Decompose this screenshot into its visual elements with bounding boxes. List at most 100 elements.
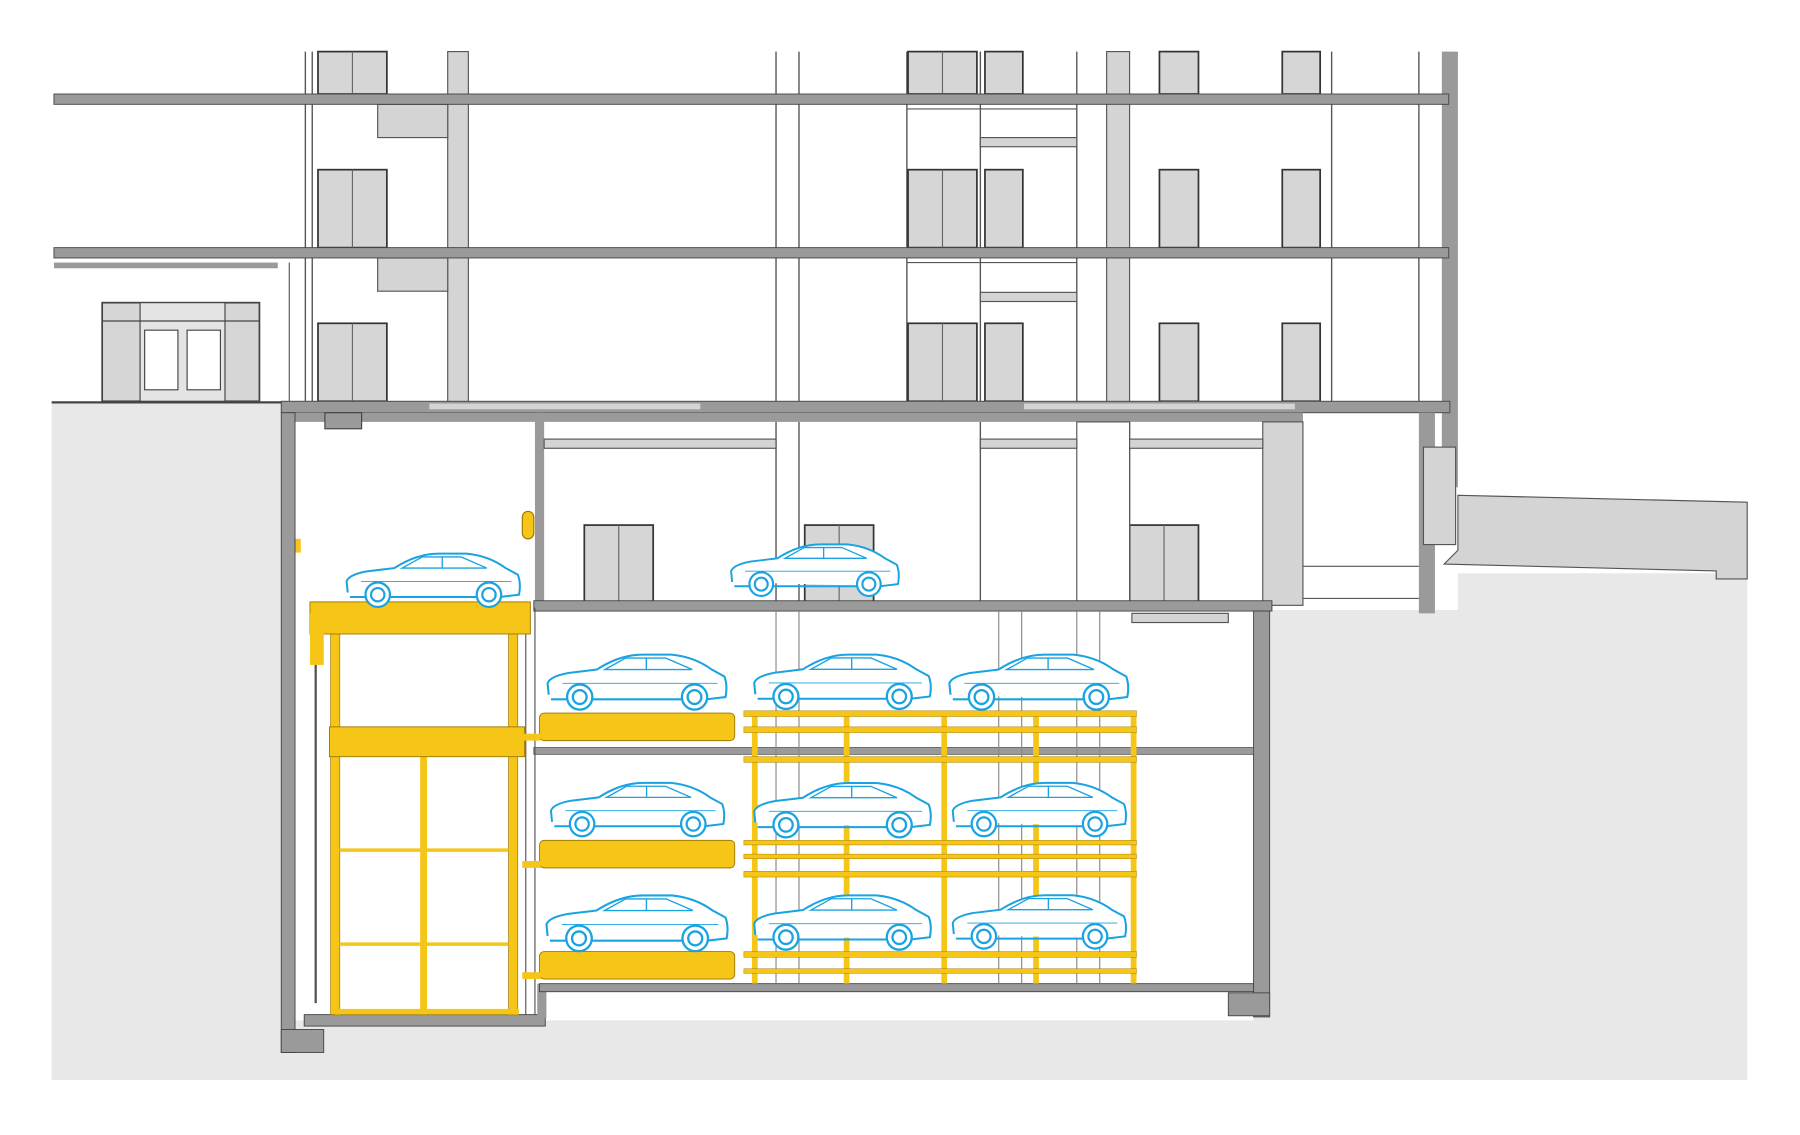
car-windows [1004,657,1095,671]
wheel-rim [891,929,908,946]
lift-post [330,618,341,1015]
window [984,168,1024,249]
beam [377,257,449,292]
car [951,781,1127,838]
wheel-icon [967,683,996,711]
wheel-rim [753,576,769,592]
car [948,653,1130,711]
wheel-rim [976,928,992,945]
car-windows [603,785,692,799]
wheel-icon [748,571,775,598]
window [583,524,655,603]
slab-under [295,412,1303,422]
rack-beam [743,968,1137,974]
rack-beam [743,951,1137,958]
pit-step [537,983,547,1019]
beam [543,438,777,449]
lift-platform-middle [329,726,526,758]
rack-post [751,710,758,984]
car-body [753,653,932,700]
beam [979,438,1078,449]
wheel-icon [565,683,594,711]
wheel-rim [686,689,703,706]
window-frame [1281,50,1322,95]
control-panel [293,538,301,553]
pallet [539,839,736,869]
window [1281,168,1322,249]
upper-columns [304,51,1420,404]
lift-motor [309,613,324,665]
car-body [545,894,729,942]
wheel-rim [1087,928,1103,945]
wheel-icon [970,923,998,950]
car-windows [601,898,694,912]
window [1281,50,1322,95]
car-windows [1005,897,1094,911]
beam-stub [324,412,363,430]
wheel-rim [891,688,908,705]
car-windows [1005,785,1094,799]
window [1158,322,1200,403]
entrance-door [101,301,261,403]
car [345,552,521,609]
floor-slab [53,93,1450,105]
lift-post [420,756,428,1015]
wheel-icon [1082,683,1111,711]
pallet [539,951,736,980]
window [1158,50,1200,95]
floor-slab [53,247,1450,259]
rack-post [843,710,850,984]
wheel-icon [885,682,913,711]
wheel-icon [568,810,596,838]
wheel-rim [861,576,877,592]
duct [1131,612,1229,624]
wheel-icon [885,811,913,839]
rack-beam [743,871,1137,878]
car-windows [808,657,898,670]
basement-wall-right [1253,610,1271,1018]
wheel-rim [976,816,992,832]
wheel-icon [772,923,800,951]
rack-beam [743,756,1137,763]
car-windows [399,556,488,569]
mid-slab [533,747,1254,755]
beam [979,291,1078,303]
wheel-rim [481,586,497,603]
footing [1227,992,1271,1017]
wheel-icon [855,571,882,598]
wheel-rim [574,816,590,832]
window [1158,168,1200,249]
parking-racks [522,710,1137,984]
gray-column [1441,51,1458,488]
wheel-rim [777,929,794,946]
pallet-bracket [522,733,541,741]
car [753,894,932,951]
canopy [53,262,278,269]
right-wall-inner [1422,446,1457,546]
rack-post [1130,710,1137,984]
window [984,50,1024,95]
car [730,543,900,598]
wheel-icon [772,811,800,839]
wheel-icon [364,581,392,609]
car-windows [782,546,867,559]
wheel-rim [1088,689,1105,706]
window [317,168,388,249]
slab-inlay [429,403,701,410]
car [753,653,932,711]
beam [1129,438,1264,449]
window [907,322,978,403]
window [1281,322,1322,403]
wheel-icon [885,923,913,951]
ramp-wall [1442,494,1748,580]
wheel-icon [970,810,998,838]
wheel-icon [1081,923,1109,950]
partition-wall [534,412,545,608]
window-frame [1158,322,1200,403]
cars [345,543,1130,953]
pallet-bracket [522,972,541,980]
car-windows [602,657,693,671]
lift-base [335,1008,519,1015]
car-windows [808,898,898,911]
